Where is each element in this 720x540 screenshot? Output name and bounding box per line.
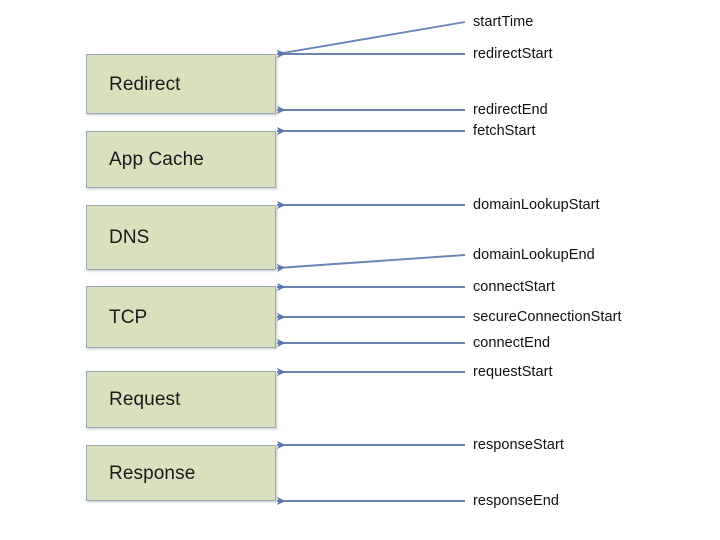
phase-box-app-cache[interactable]: App Cache [86, 131, 276, 188]
phase-box-response[interactable]: Response [86, 445, 276, 501]
phase-box-redirect[interactable]: Redirect [86, 54, 276, 114]
phase-box-dns[interactable]: DNS [86, 205, 276, 270]
phase-label-response: Response [109, 462, 196, 484]
marker-label-domainLookupEnd: domainLookupEnd [473, 247, 595, 263]
phase-label-tcp: TCP [109, 306, 148, 328]
arrow-domainLookupEnd [276, 254, 466, 272]
arrow-startTime [276, 21, 466, 58]
phase-box-request[interactable]: Request [86, 371, 276, 428]
phase-label-request: Request [109, 389, 181, 410]
phase-label-app-cache: App Cache [109, 149, 204, 170]
marker-label-startTime: startTime [473, 14, 534, 30]
marker-label-fetchStart: fetchStart [473, 123, 536, 139]
marker-label-connectStart: connectStart [473, 279, 556, 295]
phase-box-tcp[interactable]: TCP [86, 286, 276, 348]
marker-label-domainLookupStart: domainLookupStart [473, 197, 600, 213]
marker-label-connectEnd: connectEnd [473, 335, 551, 351]
marker-label-redirectEnd: redirectEnd [473, 102, 548, 118]
phase-label-redirect: Redirect [109, 73, 181, 95]
marker-label-redirectStart: redirectStart [473, 46, 553, 62]
marker-label-secureConnectionStart: secureConnectionStart [473, 309, 622, 325]
marker-label-responseStart: responseStart [473, 437, 564, 453]
marker-label-responseEnd: responseEnd [473, 493, 559, 509]
phase-label-dns: DNS [109, 227, 150, 248]
marker-label-requestStart: requestStart [473, 364, 553, 380]
